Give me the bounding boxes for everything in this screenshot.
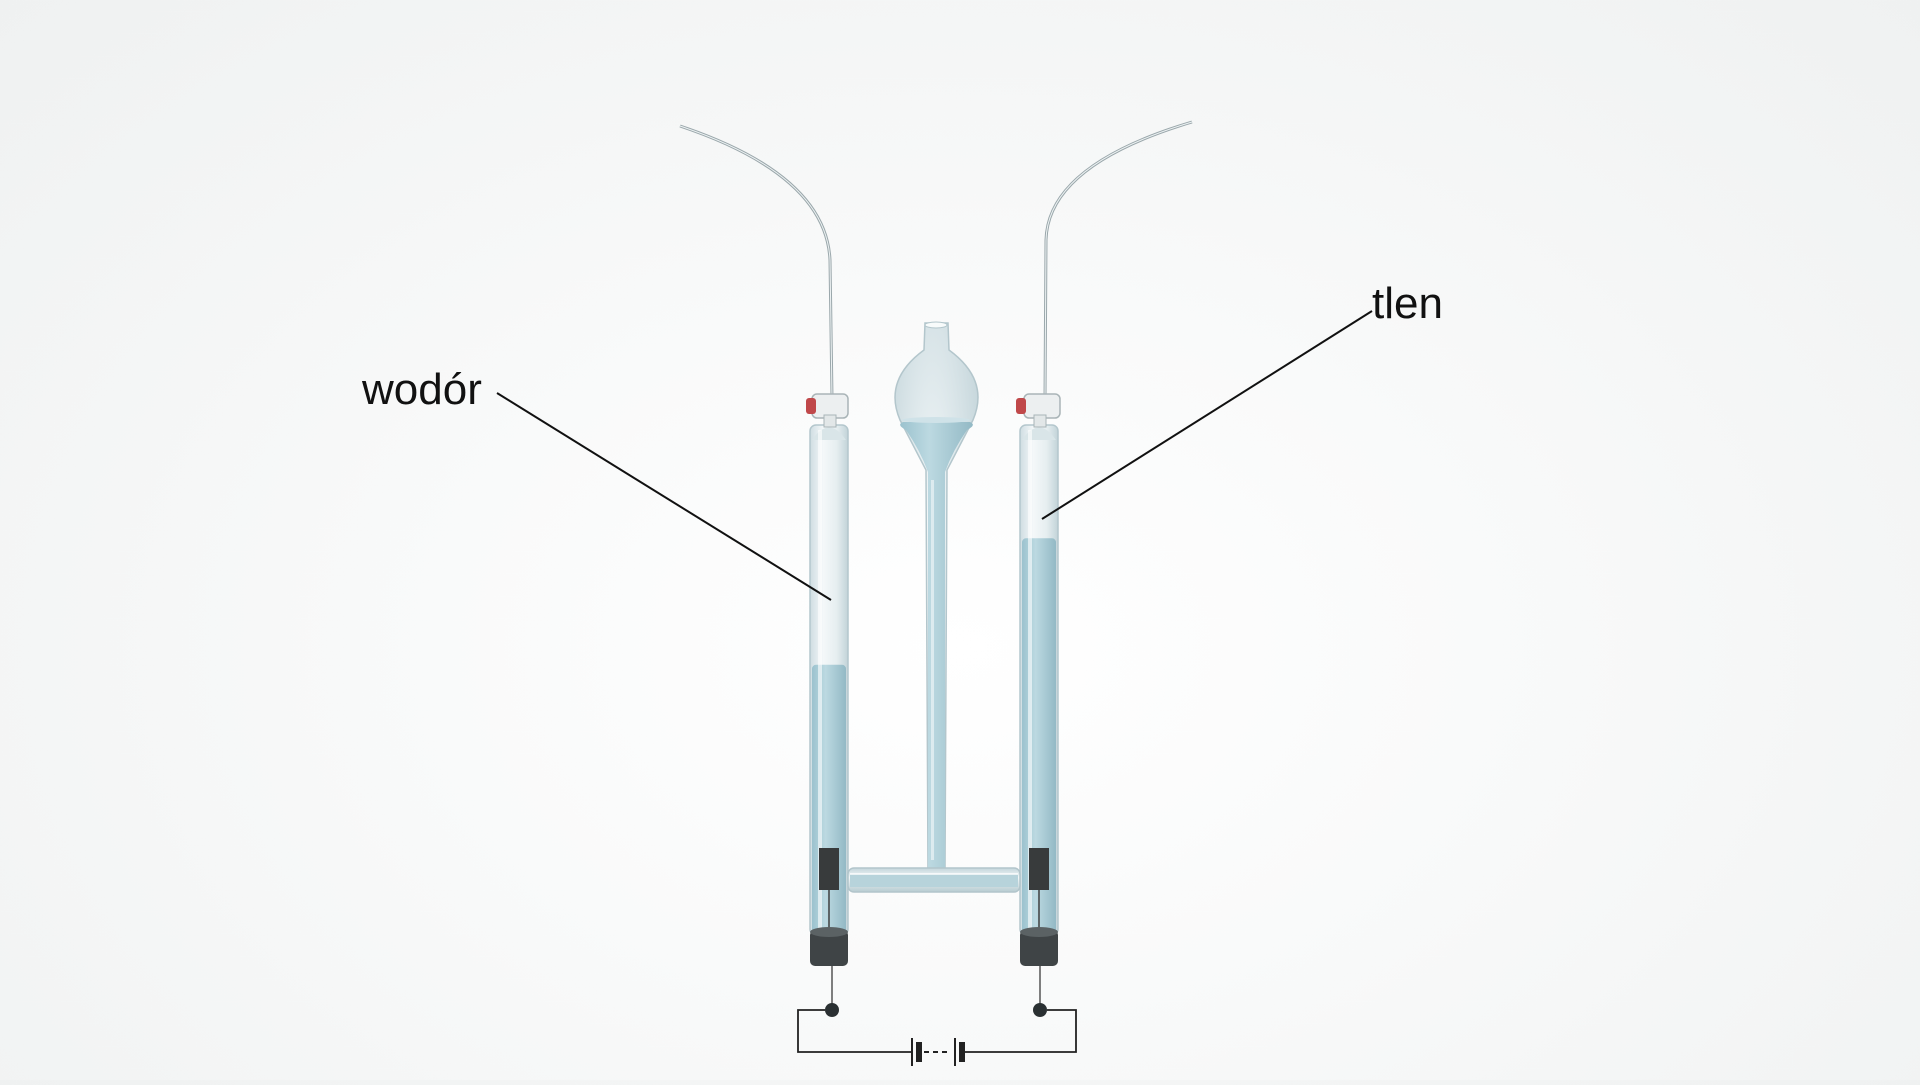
oxygen-electrode: [1029, 848, 1049, 890]
oxygen-leader-line: [1041, 310, 1373, 520]
circuit-wire: [797, 1009, 1077, 1053]
hydrogen-leader-line: [496, 392, 832, 601]
hydrogen-terminal: [825, 1003, 839, 1017]
oxygen-gas-outlet-tube: [1043, 120, 1193, 399]
oxygen-stopper: [1020, 927, 1058, 966]
hydrogen-stopper: [810, 927, 848, 966]
oxygen-tube: [1019, 424, 1059, 936]
hydrogen-label: wodór: [362, 365, 482, 414]
hydrogen-electrode: [819, 848, 839, 890]
hydrogen-valve: [806, 393, 849, 428]
oxygen-label: tlen: [1372, 279, 1443, 328]
battery-symbol: [911, 1038, 965, 1066]
oxygen-valve: [1016, 393, 1061, 428]
oxygen-terminal: [1033, 1003, 1047, 1017]
central-reservoir: [894, 321, 979, 873]
hydrogen-gas-outlet-tube: [679, 124, 834, 399]
connecting-tube: [847, 867, 1021, 893]
